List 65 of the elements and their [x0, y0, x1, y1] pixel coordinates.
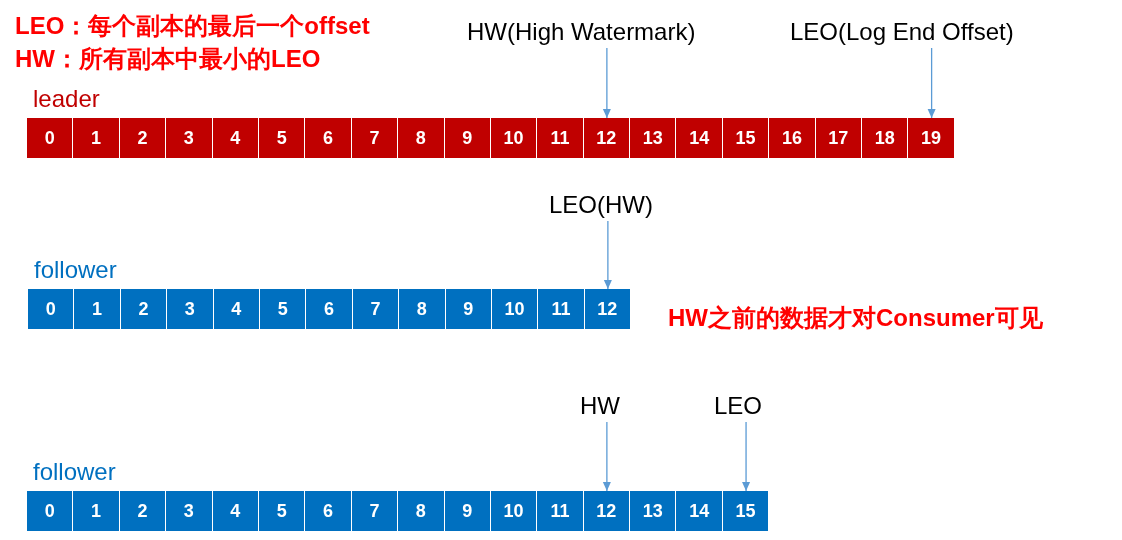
offset-cell: 9	[445, 289, 492, 329]
offset-cell: 5	[258, 491, 306, 531]
offset-cell: 14	[676, 118, 723, 158]
offset-cell: 7	[351, 491, 399, 531]
pointer-label: LEO(HW)	[549, 191, 653, 219]
note-text: LEO：每个副本的最后一个offset	[15, 12, 370, 40]
offset-cell: 0	[27, 118, 74, 158]
offset-cell: 12	[583, 118, 631, 158]
arrow	[927, 47, 936, 119]
offset-cell: 4	[213, 289, 260, 329]
pointer-label: LEO(Log End Offset)	[790, 18, 1014, 46]
offset-cell: 3	[167, 289, 214, 329]
offset-cell: 17	[815, 118, 863, 158]
offset-cell: 2	[119, 118, 167, 158]
offset-cell: 1	[73, 118, 120, 158]
offset-cell: 8	[398, 491, 445, 531]
offset-cell: 0	[27, 491, 74, 531]
note-text: HW：所有副本中最小的LEO	[15, 45, 321, 73]
offset-cell: 16	[769, 118, 816, 158]
offset-cell: 7	[351, 118, 399, 158]
offset-cell: 1	[73, 491, 120, 531]
offset-cell: 1	[74, 289, 121, 329]
offset-cell: 13	[630, 491, 677, 531]
offset-cell: 9	[444, 491, 491, 531]
offset-cell: 12	[584, 289, 632, 329]
offset-cell: 11	[537, 491, 584, 531]
offset-cell: 6	[305, 491, 352, 531]
offset-cell: 4	[212, 118, 259, 158]
offset-cell: 6	[306, 289, 353, 329]
row-label: leader	[33, 86, 100, 112]
row-label: follower	[33, 459, 116, 485]
offset-cell: 18	[862, 118, 909, 158]
arrow	[602, 421, 611, 492]
offset-cell: 19	[908, 118, 955, 158]
arrow	[742, 421, 751, 492]
offset-cell: 11	[537, 118, 584, 158]
offset-cell: 6	[305, 118, 352, 158]
offset-cell: 10	[491, 289, 539, 329]
offset-cell: 10	[490, 491, 538, 531]
pointer-label: LEO	[714, 392, 763, 420]
offset-cell: 8	[399, 289, 446, 329]
offset-cell: 2	[119, 491, 167, 531]
note-text: HW之前的数据才对Consumer可见	[668, 304, 1043, 332]
offset-cell: 8	[398, 118, 445, 158]
row-label: follower	[34, 257, 117, 283]
offset-cell: 9	[444, 118, 491, 158]
offset-cell: 5	[259, 289, 307, 329]
offset-cell: 12	[583, 491, 631, 531]
pointer-label: HW	[580, 392, 620, 420]
arrow	[602, 47, 611, 119]
offset-cell: 2	[120, 289, 168, 329]
offset-cell: 14	[676, 491, 723, 531]
arrow	[603, 220, 612, 290]
offset-cell: 5	[258, 118, 306, 158]
offset-cell: 7	[352, 289, 400, 329]
offset-cell: 4	[212, 491, 259, 531]
pointer-label: HW(High Watermark)	[467, 18, 696, 46]
offset-cell: 3	[166, 118, 213, 158]
offset-cell: 0	[28, 289, 75, 329]
offset-cell: 10	[490, 118, 538, 158]
offset-cell: 3	[166, 491, 213, 531]
offset-cell: 11	[538, 289, 585, 329]
offset-cell: 15	[722, 118, 770, 158]
offset-cell: 13	[630, 118, 677, 158]
offset-cell: 15	[722, 491, 770, 531]
